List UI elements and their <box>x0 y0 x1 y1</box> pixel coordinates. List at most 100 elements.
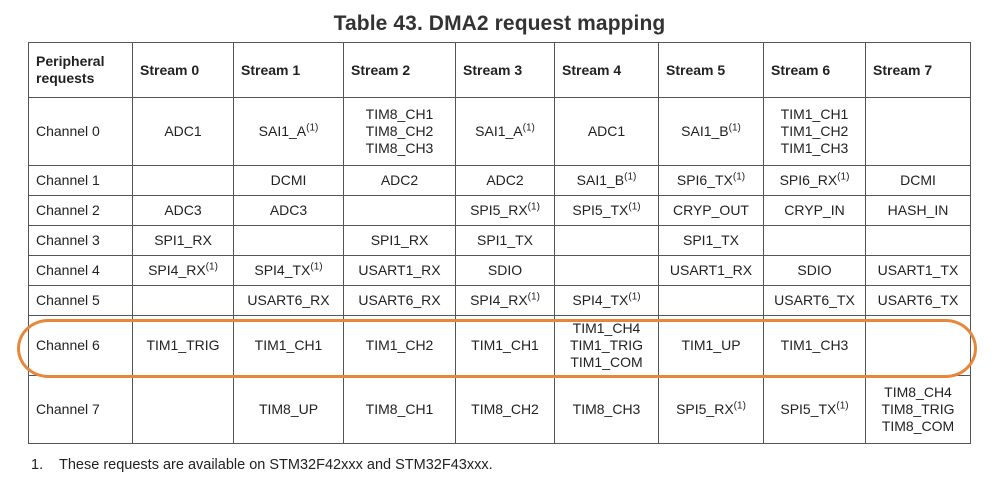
footnote-number: 1. <box>31 457 44 473</box>
cell-request-name: ADC3 <box>164 202 202 218</box>
column-header-peripheral-line2: requests <box>36 70 95 86</box>
column-header-stream-2: Stream 2 <box>343 42 456 98</box>
cell-request-name: TIM8_CH1 <box>365 106 434 122</box>
column-header-stream-6: Stream 6 <box>763 42 866 98</box>
row-header-channel: Channel 4 <box>28 255 133 286</box>
table-cell <box>554 255 659 286</box>
table-header-row: Peripheral requests Stream 0 Stream 1 St… <box>28 42 971 98</box>
cell-request-name: TIM8_UP <box>258 401 319 417</box>
cell-request-name: SDIO <box>487 262 523 278</box>
cell-request-name: TIM1_TRIG <box>146 337 220 353</box>
footnote-marker: (1) <box>306 122 319 134</box>
footnote-marker: (1) <box>728 122 741 134</box>
column-header-stream-5: Stream 5 <box>658 42 764 98</box>
dma2-request-mapping-table: Peripheral requests Stream 0 Stream 1 St… <box>28 42 971 444</box>
cell-request-with-footnote: SPI4_TX(1) <box>238 262 339 279</box>
row-header-channel: Channel 2 <box>28 195 133 226</box>
cell-request-name: TIM1_CH3 <box>780 337 849 353</box>
cell-request-name: SPI5_RX <box>470 202 528 218</box>
table-cell: SPI6_TX(1) <box>658 165 764 196</box>
table-cell: TIM1_CH2 <box>343 315 456 376</box>
column-header-peripheral-line1: Peripheral <box>36 53 105 69</box>
table-cell: DCMI <box>233 165 344 196</box>
cell-request-name: SAI1_B <box>681 123 729 139</box>
footnote-marker: (1) <box>836 400 849 412</box>
cell-request-name: SPI5_RX <box>676 401 734 417</box>
table-cell <box>132 375 234 444</box>
table-cell <box>865 225 971 256</box>
cell-request-name: DCMI <box>270 172 307 188</box>
cell-request-with-footnote: SPI5_RX(1) <box>460 202 550 219</box>
table-title: Table 43. DMA2 request mapping <box>333 12 666 35</box>
cell-request-name: USART6_TX <box>877 292 959 308</box>
footnote-marker: (1) <box>732 171 746 183</box>
table-cell: TIM8_CH1 <box>343 375 456 444</box>
table-cell <box>132 165 234 196</box>
table-cell: SPI5_RX(1) <box>658 375 764 444</box>
table-cell <box>865 315 971 376</box>
table-cell: SPI4_TX(1) <box>554 285 659 316</box>
table-cell: USART1_RX <box>658 255 764 286</box>
table-cell: TIM8_CH2 <box>455 375 555 444</box>
table-cell: SPI5_TX(1) <box>763 375 866 444</box>
cell-request-name: SPI4_TX <box>572 292 629 308</box>
cell-request-name: SPI1_TX <box>682 232 740 248</box>
table-cell: SPI4_TX(1) <box>233 255 344 286</box>
cell-request-name: TIM8_CH2 <box>471 401 539 417</box>
table-cell: TIM1_TRIG <box>132 315 234 376</box>
table-cell: SPI1_TX <box>658 225 764 256</box>
cell-request-name: TIM1_CH2 <box>780 123 849 139</box>
footnote-marker: (1) <box>205 261 218 273</box>
table-cell: SAI1_A(1) <box>455 97 555 166</box>
column-header-stream-1: Stream 1 <box>233 42 344 98</box>
cell-request-name: USART6_RX <box>247 292 330 308</box>
cell-request-with-footnote: SAI1_B(1) <box>559 172 654 189</box>
cell-request-with-footnote: SPI6_RX(1) <box>768 172 861 189</box>
table-cell <box>658 285 764 316</box>
row-header-channel: Channel 5 <box>28 285 133 316</box>
footnote-marker: (1) <box>628 201 641 213</box>
cell-request-name: TIM1_TRIG <box>569 337 644 353</box>
footnote: 1.These requests are available on STM32F… <box>31 457 493 473</box>
footnote-marker: (1) <box>624 171 637 183</box>
cell-request-name: SPI4_TX <box>254 262 311 278</box>
table-cell: SPI1_RX <box>343 225 456 256</box>
row-header-channel: Channel 6 <box>28 315 133 376</box>
footnote-marker: (1) <box>522 122 535 134</box>
table-cell: SPI4_RX(1) <box>132 255 234 286</box>
row-header-channel: Channel 7 <box>28 375 133 444</box>
table-cell: SAI1_B(1) <box>554 165 659 196</box>
table-cell: SPI6_RX(1) <box>763 165 866 196</box>
table-cell <box>343 195 456 226</box>
cell-request-name: USART6_TX <box>774 292 855 308</box>
cell-request-name: USART1_RX <box>669 262 753 278</box>
table-cell: DCMI <box>865 165 971 196</box>
table-cell: TIM1_UP <box>658 315 764 376</box>
footnote-marker: (1) <box>527 291 540 303</box>
table-cell: SPI5_RX(1) <box>455 195 555 226</box>
table-cell <box>554 225 659 256</box>
table-cell: SAI1_A(1) <box>233 97 344 166</box>
cell-request-name: SPI1_RX <box>154 232 212 248</box>
cell-request-name: ADC1 <box>587 123 626 139</box>
cell-request-with-footnote: SAI1_B(1) <box>663 123 759 140</box>
cell-request-with-footnote: SPI4_RX(1) <box>137 262 229 279</box>
cell-request-name: SPI6_RX <box>779 172 838 188</box>
table-cell: ADC2 <box>455 165 555 196</box>
table-cell <box>132 285 234 316</box>
cell-request-name: USART6_RX <box>358 292 441 308</box>
cell-request-name: ADC3 <box>269 202 308 218</box>
cell-request-name: TIM1_COM <box>570 354 643 370</box>
cell-request-name: CRYP_IN <box>784 202 845 218</box>
cell-request-name: USART1_TX <box>877 262 959 278</box>
cell-request-name: SPI1_RX <box>370 232 429 248</box>
table-cell: SPI5_TX(1) <box>554 195 659 226</box>
table-cell: USART6_RX <box>343 285 456 316</box>
table-cell: USART6_RX <box>233 285 344 316</box>
